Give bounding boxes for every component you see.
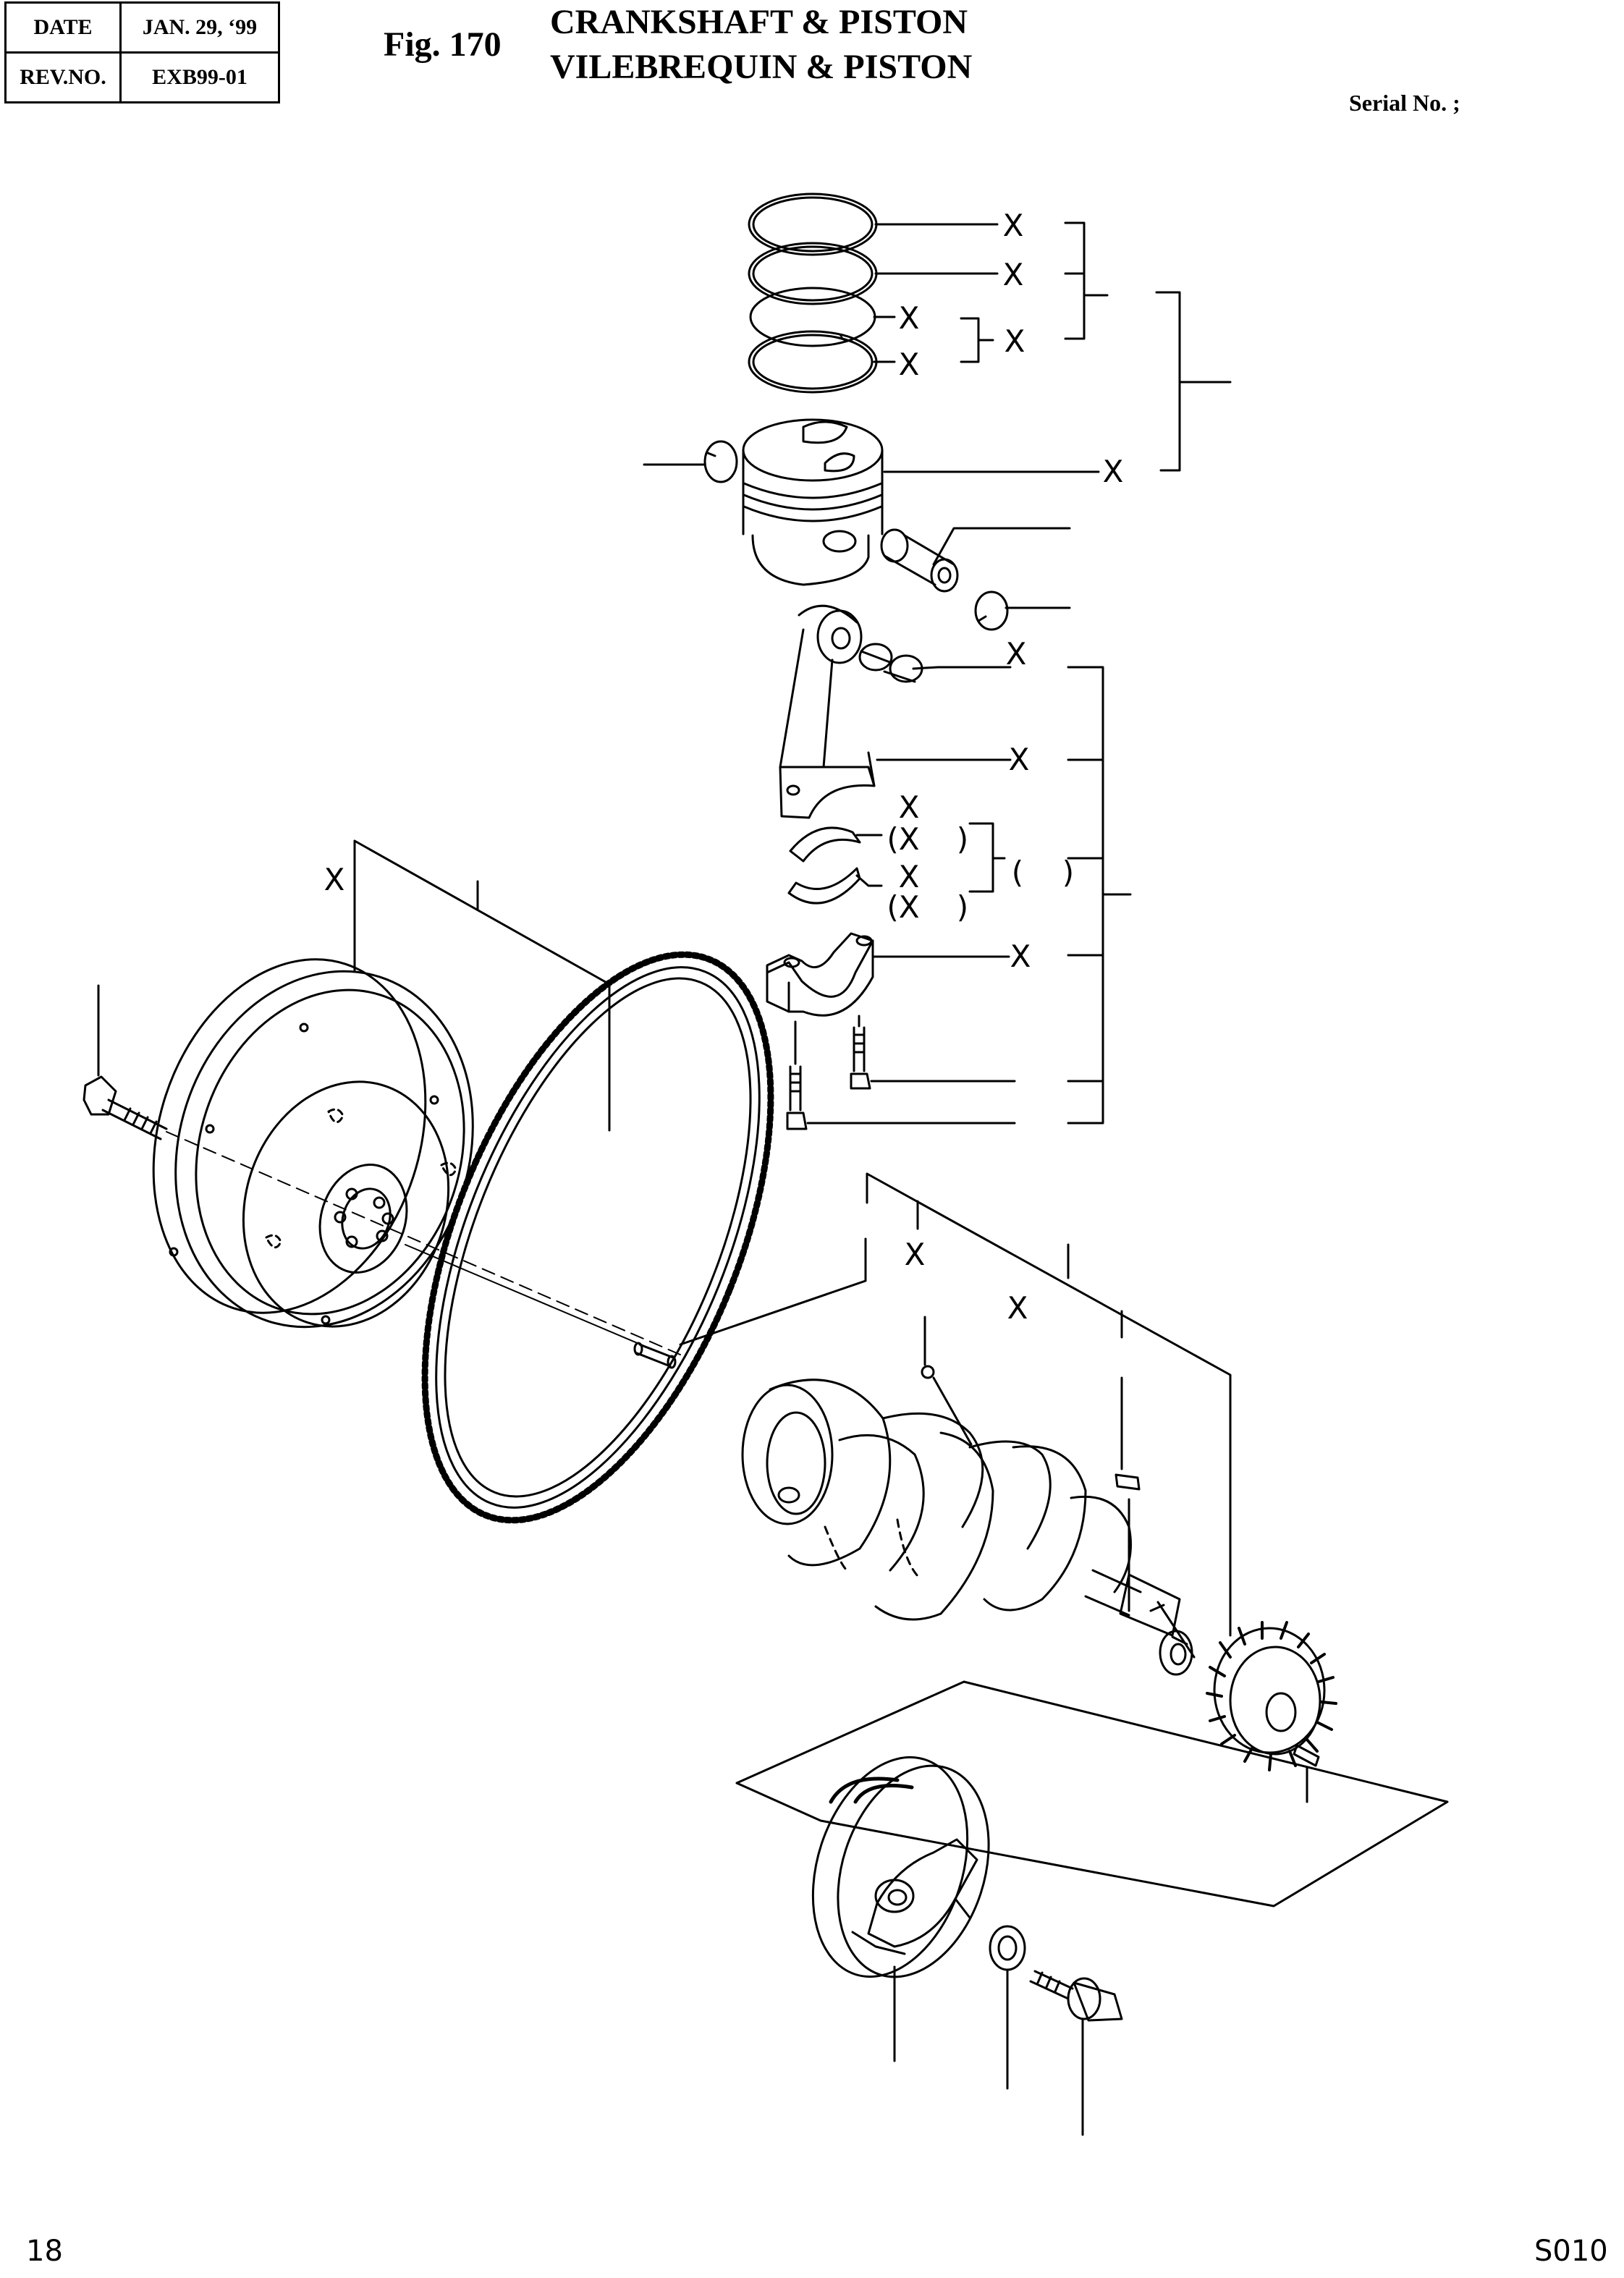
piston-ring-second bbox=[748, 242, 878, 305]
piston-pin-circlip-left bbox=[703, 440, 738, 483]
axis-line bbox=[166, 1131, 681, 1355]
flywheel-bolt bbox=[83, 1075, 168, 1140]
connecting-rod-bolt-lower bbox=[786, 1065, 808, 1130]
mark-ring-top: X bbox=[1003, 208, 1024, 243]
bracket-crankshaft bbox=[866, 1172, 1232, 1637]
piston-pin bbox=[880, 528, 959, 593]
title-line-french: VILEBREQUIN & PISTON bbox=[550, 48, 973, 86]
piston-pin-circlip-right bbox=[974, 590, 1009, 631]
mark-oil-rail: X bbox=[899, 300, 920, 336]
paren-close-bearing-set: ) bbox=[1062, 855, 1074, 890]
leader-line bbox=[855, 834, 883, 887]
mark-oil-ring-set: X bbox=[1005, 323, 1025, 359]
paren-close-1: ) bbox=[957, 821, 968, 857]
revision-table: DATE JAN. 29, ‘99 REV.NO. EXB99-01 bbox=[4, 1, 280, 103]
dowel-pin bbox=[633, 1342, 677, 1369]
piston bbox=[742, 418, 884, 586]
leader-line bbox=[932, 527, 1071, 566]
leader-line bbox=[794, 1015, 1016, 1125]
mark-bearing-lower-alt: (X bbox=[887, 889, 919, 925]
mark-piston: X bbox=[1103, 454, 1124, 489]
leader-line bbox=[1120, 1376, 1130, 1612]
pulley-bolt bbox=[1029, 1970, 1123, 2022]
ring-gear bbox=[421, 951, 774, 1524]
mark-bearing-lower: X bbox=[899, 859, 920, 894]
bracket-flywheel bbox=[353, 839, 611, 1132]
gear-key bbox=[1293, 1744, 1320, 1767]
leader-line bbox=[679, 1237, 867, 1346]
mark-ring-second: X bbox=[1003, 257, 1024, 292]
date-label: DATE bbox=[4, 1, 122, 54]
leader-line bbox=[876, 666, 1012, 761]
rev-label: REV.NO. bbox=[4, 51, 122, 103]
bracket-pulley bbox=[735, 1680, 1449, 1907]
crankshaft-gear bbox=[1206, 1621, 1337, 1771]
crank-key bbox=[1115, 1473, 1141, 1491]
paren-open-bearing-set: ( bbox=[1012, 855, 1023, 890]
connecting-rod bbox=[779, 604, 876, 819]
crankshaft-pulley bbox=[811, 1756, 990, 1978]
crankshaft bbox=[741, 1379, 1196, 1676]
paren-close-2: ) bbox=[957, 889, 968, 925]
serial-label: Serial No. ; bbox=[1349, 90, 1460, 116]
mark-bushing: X bbox=[1006, 636, 1027, 672]
rev-value: EXB99-01 bbox=[119, 51, 280, 103]
crankshaft-plug bbox=[921, 1365, 935, 1379]
leader-line bbox=[873, 223, 999, 363]
mark-crankshaft-plug: X bbox=[905, 1237, 926, 1272]
leader-line bbox=[923, 1316, 973, 1446]
mark-flywheel: X bbox=[324, 862, 345, 897]
page-number: 18 bbox=[26, 2235, 63, 2268]
oil-ring-expander bbox=[748, 330, 878, 394]
figure-number: Fig. 170 bbox=[384, 25, 502, 64]
axis-line bbox=[405, 1244, 645, 1347]
mark-rod-cap: X bbox=[1010, 939, 1031, 974]
connecting-rod-bolt-upper bbox=[850, 1026, 871, 1090]
mark-rod: X bbox=[1009, 742, 1030, 777]
flywheel bbox=[152, 958, 474, 1329]
bracket-bearing bbox=[968, 822, 1006, 893]
connecting-rod-cap bbox=[766, 932, 874, 1017]
mark-oil-expander: X bbox=[899, 347, 920, 382]
oil-ring-rail bbox=[749, 287, 876, 347]
bracket-rod-assembly bbox=[1067, 666, 1132, 1125]
title-line-english: CRANKSHAFT & PISTON bbox=[550, 3, 968, 41]
pulley-washer bbox=[989, 1925, 1026, 1971]
mark-bearing-upper-alt: (X bbox=[887, 821, 919, 857]
page-title: CRANKSHAFT & PISTON VILEBREQUIN & PISTON bbox=[550, 0, 972, 90]
connecting-rod-bearing-lower bbox=[787, 867, 861, 905]
connecting-rod-bearing-upper bbox=[789, 826, 861, 863]
piston-ring-top bbox=[748, 192, 878, 256]
bracket-ring-set bbox=[960, 221, 1232, 472]
section-code: S010 bbox=[1534, 2235, 1608, 2268]
mark-crankshaft: X bbox=[1007, 1290, 1028, 1326]
mark-bearing-upper: X bbox=[899, 789, 920, 825]
date-value: JAN. 29, ‘99 bbox=[119, 1, 280, 54]
small-end-bushing bbox=[858, 643, 923, 683]
